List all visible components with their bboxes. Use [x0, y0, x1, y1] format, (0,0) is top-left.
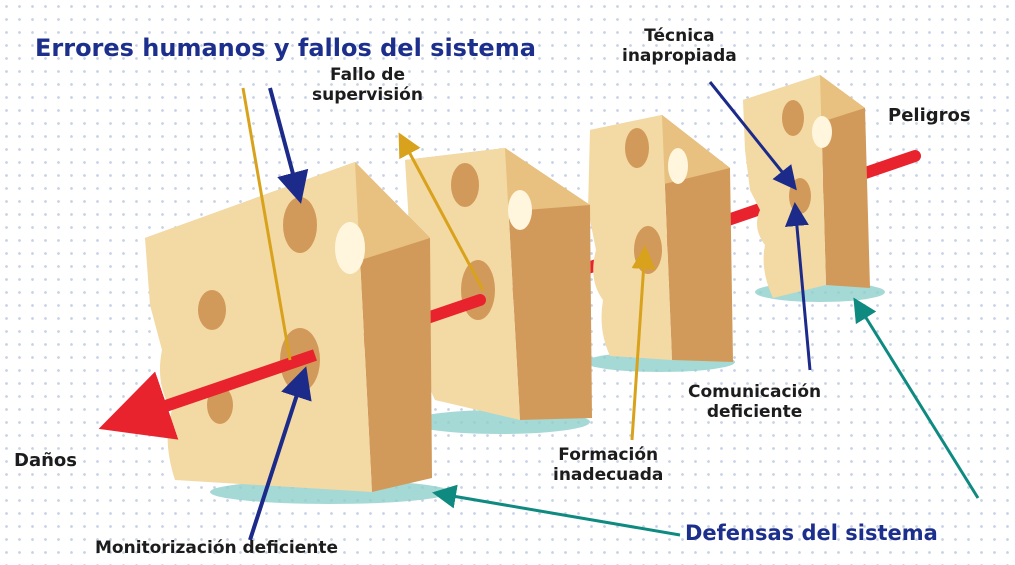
- label-deficient-communication-line1: Comunicación: [688, 382, 822, 402]
- hazard-trajectory-front: [98, 349, 317, 440]
- label-hazards: Peligros: [888, 105, 971, 126]
- defense-slice-3: [585, 115, 735, 372]
- system-defenses-arrow-2: [853, 297, 980, 499]
- inappropriate-technique-arrow: [708, 81, 797, 191]
- human-error-arrow-1: [241, 87, 292, 361]
- system-defenses-arrow-1: [432, 484, 681, 537]
- label-deficient-monitoring: Monitorización deficiente: [95, 538, 339, 558]
- label-inadequate-training: Formación inadecuada: [553, 445, 663, 486]
- supervision-failure-arrow: [398, 132, 485, 291]
- system-failure-arrow-1: [268, 87, 309, 204]
- label-deficient-communication: Comunicación deficiente: [688, 382, 821, 423]
- deficient-monitoring-arrow: [248, 366, 312, 541]
- label-inadequate-training-line1: Formación: [558, 445, 659, 465]
- diagram-title: Errores humanos y fallos del sistema: [35, 34, 536, 62]
- label-supervision-failure-line1: Fallo de: [329, 65, 405, 85]
- inadequate-training-arrow: [630, 245, 656, 441]
- label-deficient-communication-line2: deficiente: [706, 402, 803, 423]
- label-inappropriate-technique-line1: Técnica: [644, 26, 715, 46]
- label-inappropriate-technique-line2: inapropiada: [622, 46, 737, 67]
- label-inadequate-training-line2: inadecuada: [553, 465, 664, 486]
- defense-slice-1: [145, 162, 450, 504]
- label-supervision-failure: Fallo de supervisión: [312, 65, 423, 106]
- defense-slice-4: [743, 75, 885, 302]
- defense-slice-2: [405, 148, 592, 434]
- label-damages: Daños: [14, 450, 77, 471]
- label-inappropriate-technique: Técnica inapropiada: [622, 26, 737, 67]
- label-supervision-failure-line2: supervisión: [312, 85, 423, 106]
- label-system-defenses: Defensas del sistema: [685, 521, 938, 545]
- deficient-communication-arrow: [784, 202, 812, 371]
